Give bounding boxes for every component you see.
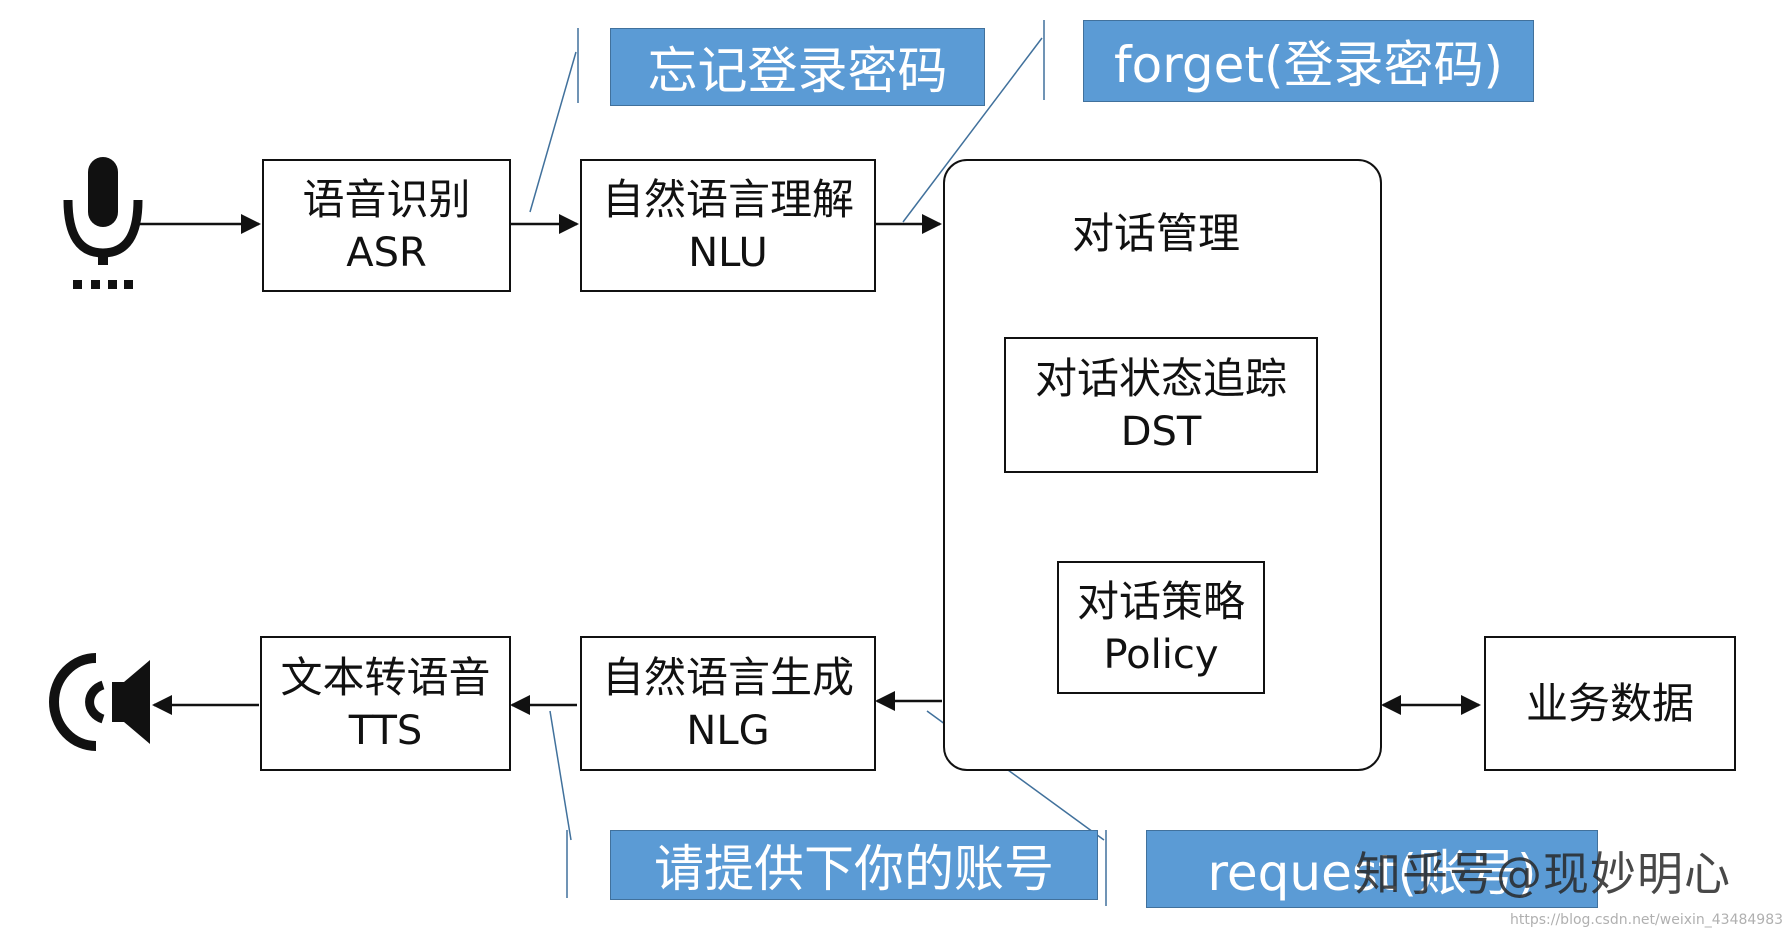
dst-label-zh: 对话状态追踪 [1034, 354, 1287, 403]
watermark-text: 知乎号@现妙明心 [1355, 847, 1731, 901]
business-data-box: 业务数据 [1484, 636, 1736, 771]
nlg-label-en: NLG [686, 707, 770, 754]
speaker-icon [49, 653, 150, 751]
policy-label-en: Policy [1103, 631, 1219, 678]
policy-box: 对话策略 Policy [1057, 561, 1265, 694]
microphone-icon [63, 157, 143, 289]
nlu-label-en: NLU [688, 229, 768, 276]
callout-asr-output: 忘记登录密码 [610, 28, 985, 106]
nlu-box: 自然语言理解 NLU [580, 159, 876, 292]
tts-box: 文本转语音 TTS [260, 636, 511, 771]
callout-nlg-output: 请提供下你的账号 [610, 830, 1098, 900]
business-data-label: 业务数据 [1525, 678, 1694, 728]
callout-dm-output: request(账号) [1146, 830, 1598, 908]
nlg-box: 自然语言生成 NLG [580, 636, 876, 771]
dst-box: 对话状态追踪 DST [1004, 337, 1318, 473]
callout-nlu-output: forget(登录密码) [1083, 20, 1534, 102]
asr-label-en: ASR [346, 229, 427, 276]
nlu-label-zh: 自然语言理解 [601, 174, 854, 224]
tts-label-zh: 文本转语音 [280, 652, 491, 702]
tts-label-en: TTS [348, 707, 423, 754]
policy-label-zh: 对话策略 [1076, 576, 1245, 626]
asr-label-zh: 语音识别 [302, 174, 471, 224]
watermark-url: https://blog.csdn.net/weixin_43484983 [1510, 912, 1784, 928]
nlg-label-zh: 自然语言生成 [601, 652, 854, 702]
asr-box: 语音识别 ASR [262, 159, 511, 292]
dialog-management-title: 对话管理 [1072, 209, 1241, 258]
dst-label-en: DST [1120, 409, 1202, 455]
